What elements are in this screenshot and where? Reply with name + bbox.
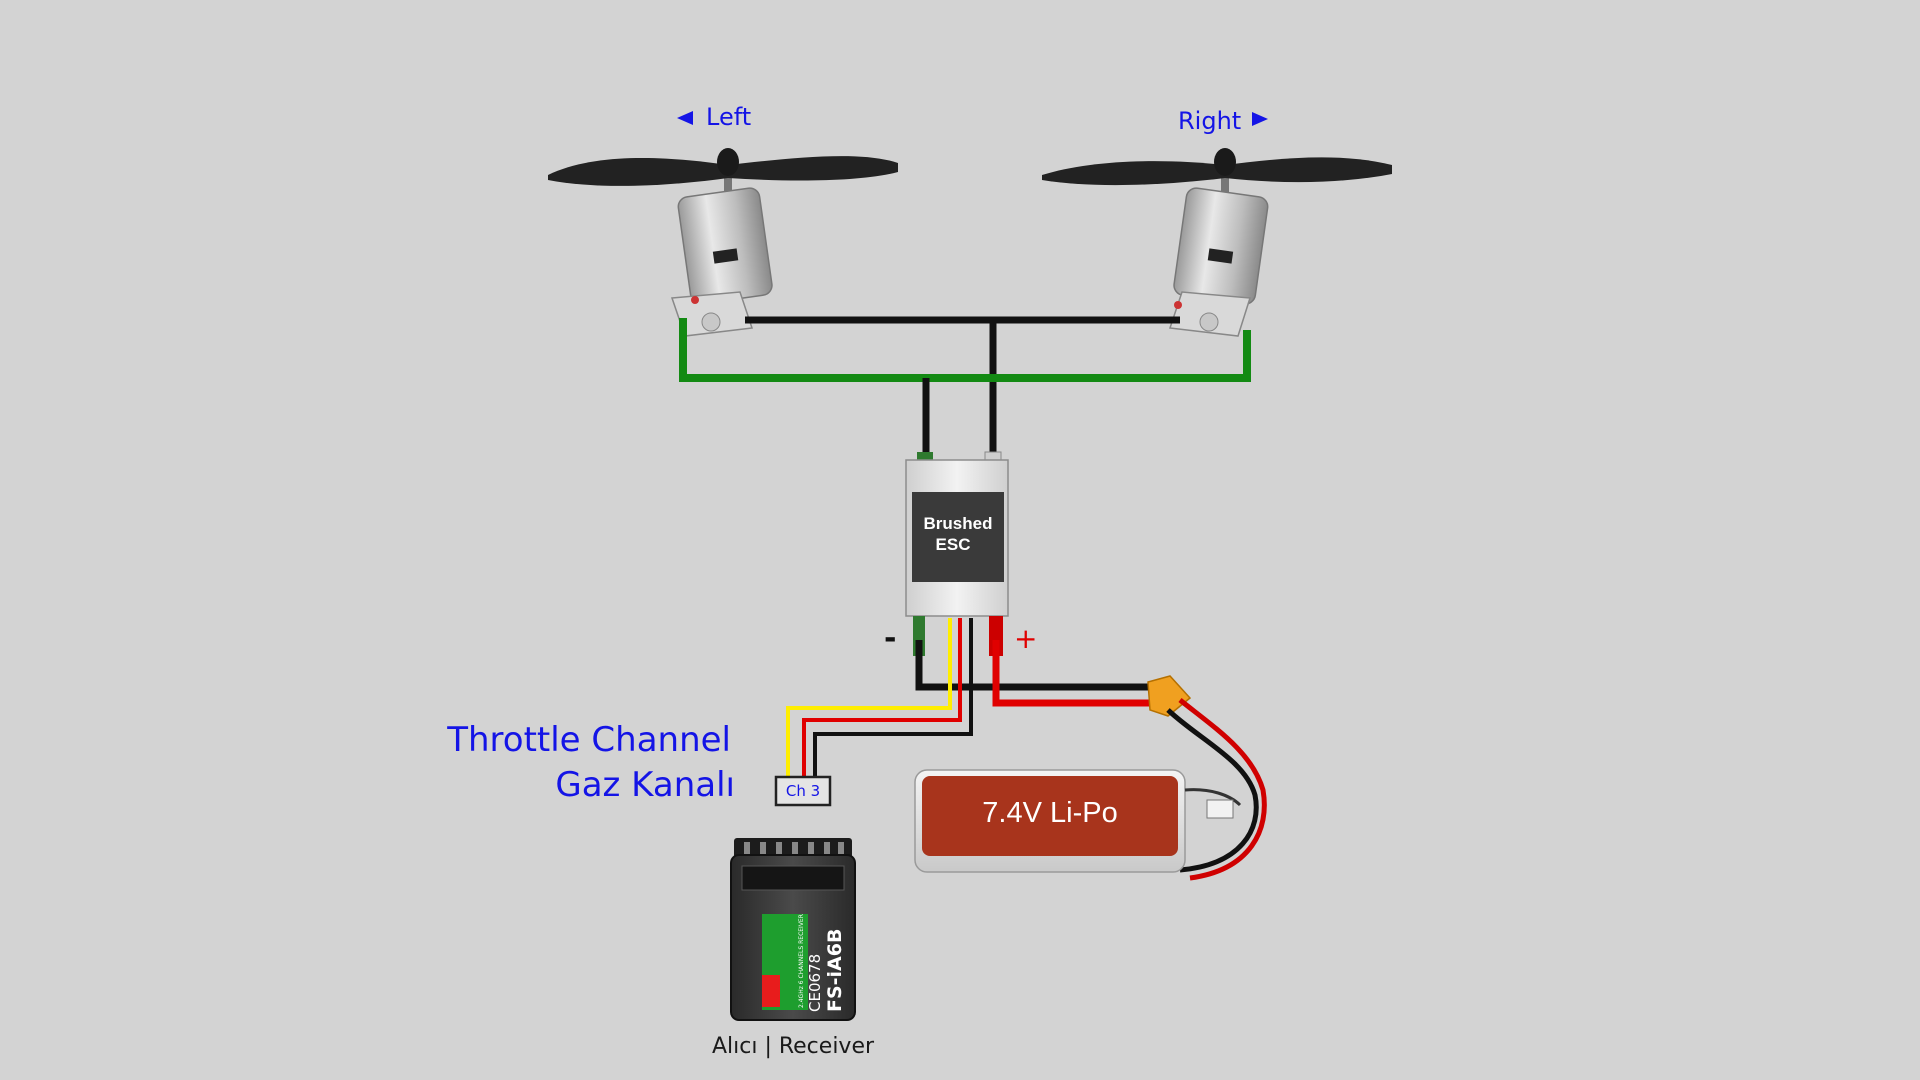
throttle-label-line1: Throttle Channel [446,720,731,760]
signal-yellow-wire [786,618,952,778]
esc-label-line1: Brushed [924,514,993,533]
left-label: Left [706,103,751,131]
left-motor [670,178,773,337]
esc-power-wiring: - + [884,616,1155,707]
receiver-model: FS-iA6B [824,929,846,1012]
brushed-esc: Brushed ESC [905,451,1009,617]
throttle-label-line2: Gaz Kanalı [555,765,735,805]
receiver-ce-mark: CE0678 [806,954,824,1012]
battery-red-wire [992,640,1155,707]
right-direction-label: Right [1178,107,1268,135]
throttle-channel-label: Throttle Channel Gaz Kanalı [446,720,735,805]
left-motor-can [677,187,773,305]
right-arrow-icon [1252,112,1268,126]
esc-panel [912,492,1004,582]
left-direction-label: Left [677,103,751,131]
plus-label: + [1014,622,1037,655]
right-motor-can [1173,187,1269,305]
signal-black-wire [813,618,973,778]
xt60-connector [1147,675,1267,881]
motor-green-wire [679,318,1251,382]
battery-label-panel [922,776,1178,856]
left-arrow-icon [677,111,693,125]
receiver-description: 2.4GHz 6 CHANNELS RECEIVER [798,914,805,1008]
signal-red-wire [802,618,962,778]
right-label: Right [1178,107,1241,135]
minus-label: - [884,621,896,656]
lipo-battery: 7.4V Li-Po [914,769,1242,873]
left-propeller [548,148,898,186]
battery-black-wire [915,640,1155,691]
receiver: FS-iA6B CE0678 2.4GHz 6 CHANNELS RECEIVE… [712,838,875,1059]
channel-label: Ch 3 [786,782,820,800]
right-motor [1168,178,1269,337]
right-propeller [1042,148,1392,186]
channel-connector: Ch 3 [774,775,832,807]
esc-label-line2: ESC [936,535,971,554]
esc-signal-wiring [786,618,973,778]
receiver-label: Alıcı | Receiver [712,1034,875,1059]
balance-plug [1206,799,1234,819]
motor-wiring [679,316,1251,458]
battery-label: 7.4V Li-Po [982,797,1117,829]
receiver-pins [744,842,844,854]
